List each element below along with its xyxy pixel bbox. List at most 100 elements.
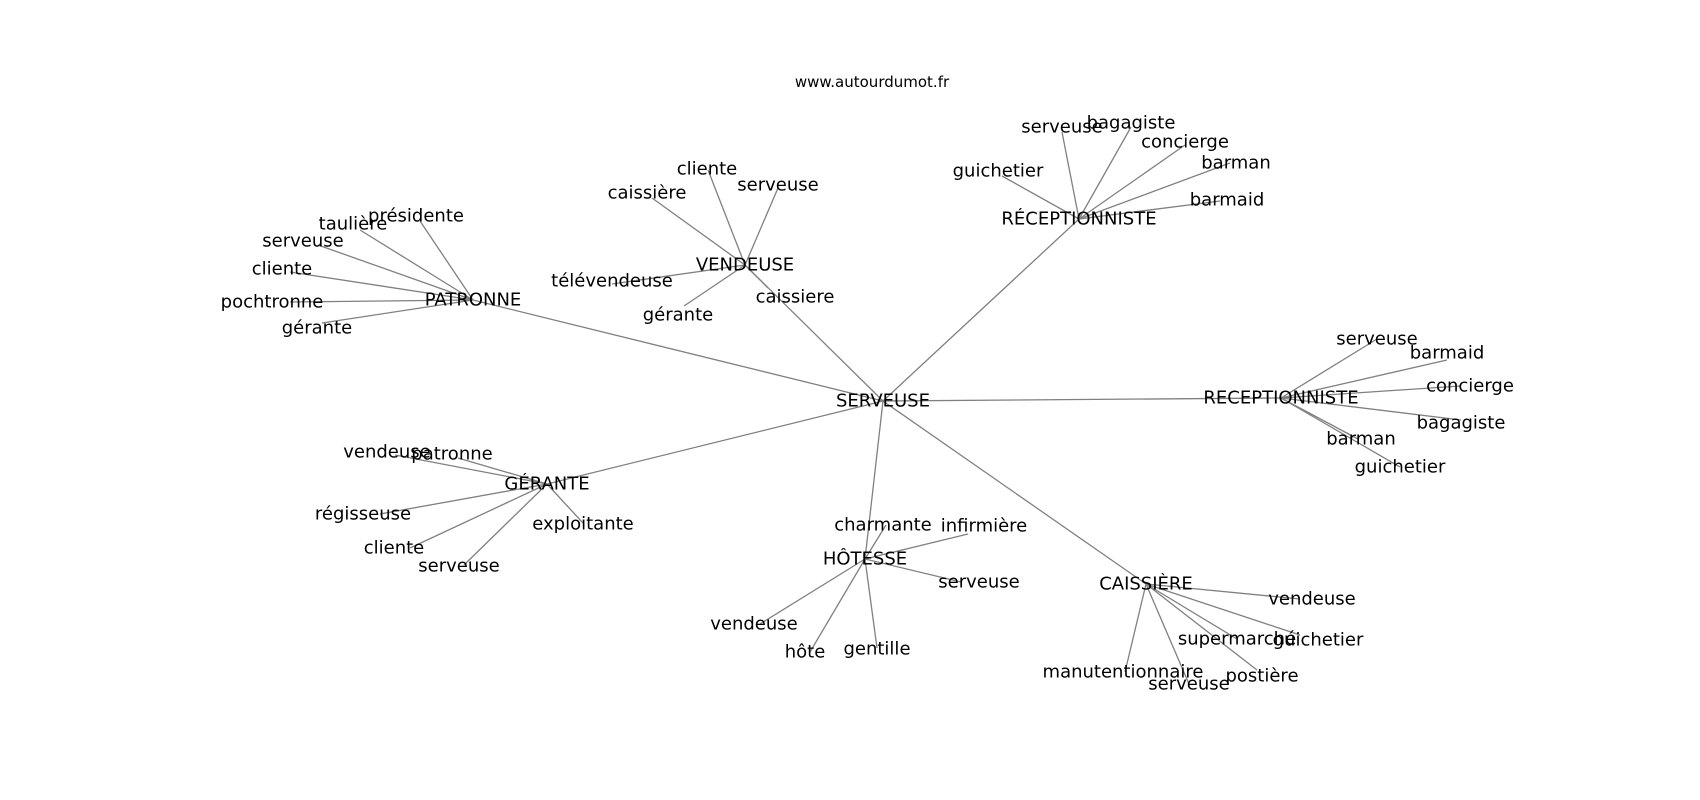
leaf-word[interactable]: taulière	[319, 214, 388, 235]
edge-hub-to-leaf	[1280, 359, 1448, 399]
leaf-word[interactable]: cliente	[364, 538, 425, 559]
leaf-word[interactable]: serveuse	[1336, 329, 1417, 350]
edge-hub-to-leaf	[1280, 397, 1462, 421]
leaf-word[interactable]: hôte	[785, 642, 826, 663]
leaf-word[interactable]: bagagiste	[1417, 413, 1506, 434]
edge-hub-to-leaf	[379, 483, 548, 515]
edge-hub-to-leaf	[1145, 583, 1190, 685]
edge-hub-to-leaf	[1280, 338, 1378, 399]
edge-hub-to-leaf	[1280, 397, 1401, 468]
edge-hub-to-leaf	[419, 220, 474, 301]
edge-hub-to-leaf	[1078, 200, 1221, 220]
edge-hub-to-leaf	[546, 483, 584, 524]
leaf-word[interactable]: régisseuse	[315, 504, 411, 525]
leaf-word[interactable]: supermarché	[1178, 629, 1296, 650]
edge-hub-to-leaf	[1124, 583, 1147, 673]
edge-hub-to-leaf	[317, 244, 474, 301]
edge-center-to-hub	[472, 299, 884, 402]
edge-hub-to-leaf	[1145, 583, 1258, 671]
edge-hub-to-leaf	[683, 264, 746, 307]
leaf-word[interactable]: caissière	[608, 183, 687, 204]
leaf-word[interactable]: postière	[1225, 666, 1298, 687]
leaf-word[interactable]: guichetier	[1273, 630, 1364, 651]
label-layer: SERVEUSEPATRONNEprésidentetaulièreserveu…	[221, 113, 1514, 695]
leaf-word[interactable]: manutentionnaire	[1043, 662, 1204, 683]
edge-hub-to-leaf	[321, 299, 474, 324]
edge-hub-to-leaf	[1280, 385, 1461, 399]
leaf-word[interactable]: gérante	[643, 305, 713, 326]
edge-hub-to-leaf	[651, 197, 746, 266]
edge-hub-to-leaf	[809, 558, 866, 653]
leaf-word[interactable]: serveuse	[1021, 117, 1102, 138]
leaf-word[interactable]: concierge	[1426, 376, 1514, 397]
leaf-word[interactable]: serveuse	[737, 175, 818, 196]
leaf-word[interactable]: bagagiste	[1087, 113, 1176, 134]
hub-word[interactable]: GÉRANTE	[504, 473, 589, 495]
leaf-word[interactable]: patronne	[411, 444, 492, 465]
leaf-word[interactable]: vendeuse	[1268, 589, 1356, 610]
edge-hub-to-leaf	[1078, 126, 1132, 220]
leaf-word[interactable]: serveuse	[262, 231, 343, 252]
edge-hub-to-leaf	[289, 271, 474, 301]
leaf-word[interactable]: présidente	[368, 206, 464, 227]
edge-hub-to-leaf	[1145, 583, 1301, 600]
edge-hub-to-leaf	[394, 454, 548, 485]
edge-hub-to-leaf	[1061, 131, 1080, 220]
leaf-word[interactable]: pochtronne	[221, 292, 324, 313]
leaf-word[interactable]: concierge	[1141, 132, 1229, 153]
edge-center-to-hub	[882, 400, 1147, 585]
center-word[interactable]: SERVEUSE	[836, 391, 930, 412]
leaf-word[interactable]: infirmière	[941, 516, 1028, 537]
edge-hub-to-leaf	[1078, 162, 1231, 220]
edge-hub-to-leaf	[864, 524, 887, 560]
hub-word[interactable]: HÔTESSE	[823, 548, 907, 570]
leaf-word[interactable]: barman	[1201, 153, 1271, 174]
edge-hub-to-leaf	[1001, 175, 1080, 220]
edge-hub-to-leaf	[864, 533, 969, 560]
leaf-word[interactable]: guichetier	[953, 161, 1044, 182]
leaf-word[interactable]: vendeuse	[710, 614, 798, 635]
hub-word[interactable]: CAISSIÈRE	[1099, 573, 1193, 595]
edge-hub-to-leaf	[707, 169, 746, 266]
leaf-word[interactable]: cliente	[252, 259, 313, 280]
leaf-word[interactable]: caissiere	[756, 287, 835, 308]
source-url[interactable]: www.autourdumot.fr	[795, 73, 950, 91]
edge-hub-to-leaf	[759, 558, 866, 625]
leaf-word[interactable]: barmaid	[1190, 190, 1265, 211]
leaf-word[interactable]: barman	[1326, 429, 1396, 450]
edge-hub-to-leaf	[457, 457, 548, 485]
hub-word[interactable]: PATRONNE	[425, 290, 522, 311]
leaf-word[interactable]: vendeuse	[343, 442, 431, 463]
leaf-word[interactable]: guichetier	[1355, 457, 1446, 478]
leaf-word[interactable]: gérante	[282, 318, 352, 339]
edge-center-to-hub	[864, 400, 884, 560]
edge-center-to-hub	[546, 400, 884, 485]
edge-hub-to-leaf	[864, 558, 962, 583]
edge-hub-to-leaf	[409, 483, 548, 549]
edge-hub-to-leaf	[744, 264, 769, 289]
leaf-word[interactable]: télévendeuse	[551, 271, 673, 292]
edge-hub-to-leaf	[1145, 583, 1238, 640]
leaf-word[interactable]: serveuse	[1148, 674, 1229, 695]
edge-center-to-hub	[882, 397, 1282, 402]
leaf-word[interactable]: gentille	[843, 639, 910, 660]
hub-word[interactable]: RÉCEPTIONNISTE	[1001, 208, 1156, 230]
edge-hub-to-leaf	[463, 483, 548, 566]
hub-word[interactable]: RECEPTIONNISTE	[1203, 388, 1358, 409]
leaf-word[interactable]: cliente	[677, 159, 738, 180]
edge-layer	[289, 126, 1462, 685]
edge-hub-to-leaf	[611, 264, 746, 285]
edge-hub-to-leaf	[289, 299, 474, 303]
edge-hub-to-leaf	[1145, 583, 1301, 636]
edge-center-to-hub	[882, 218, 1080, 402]
edge-hub-to-leaf	[1078, 144, 1186, 220]
leaf-word[interactable]: serveuse	[938, 572, 1019, 593]
hub-word[interactable]: VENDEUSE	[696, 255, 794, 276]
leaf-word[interactable]: charmante	[834, 515, 932, 536]
leaf-word[interactable]: exploitante	[532, 514, 633, 535]
edge-hub-to-leaf	[864, 558, 878, 649]
leaf-word[interactable]: barmaid	[1410, 343, 1485, 364]
edge-hub-to-leaf	[744, 187, 779, 266]
leaf-word[interactable]: serveuse	[418, 556, 499, 577]
